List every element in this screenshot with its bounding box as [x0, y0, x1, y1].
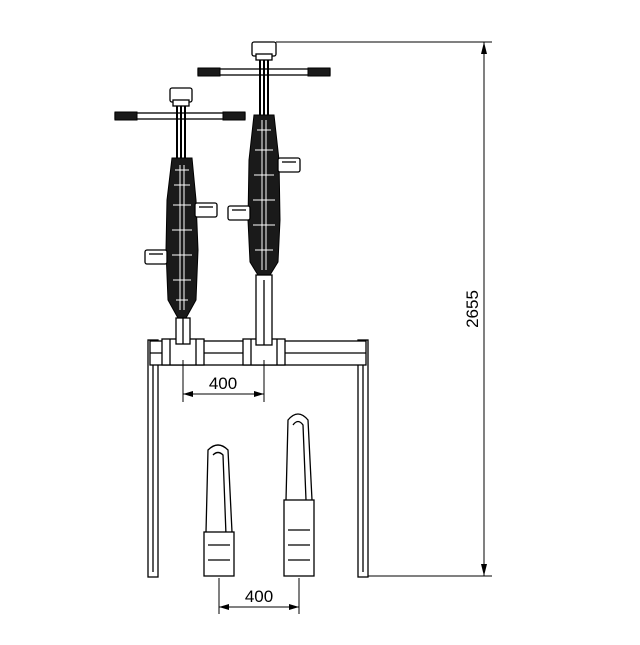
right-bike-pedal-right [277, 157, 301, 173]
left-bike-pedal-right [194, 202, 218, 218]
dimension-bottom-spacing: 400 [218, 578, 300, 614]
wheel-guide-left [203, 444, 235, 577]
top-spacing-label: 400 [209, 374, 237, 393]
bike-right [197, 41, 331, 346]
right-bike-pedal-left [227, 205, 251, 221]
bike-left [114, 87, 246, 345]
dimension-top-spacing: 400 [182, 360, 265, 402]
bottom-spacing-label: 400 [245, 587, 273, 606]
total-height-label: 2655 [463, 290, 482, 328]
left-bike-pedal-left [144, 249, 168, 265]
wheel-guide-right [283, 413, 315, 577]
rack-frame [147, 338, 369, 578]
dimension-total-height: 2655 [276, 41, 492, 577]
